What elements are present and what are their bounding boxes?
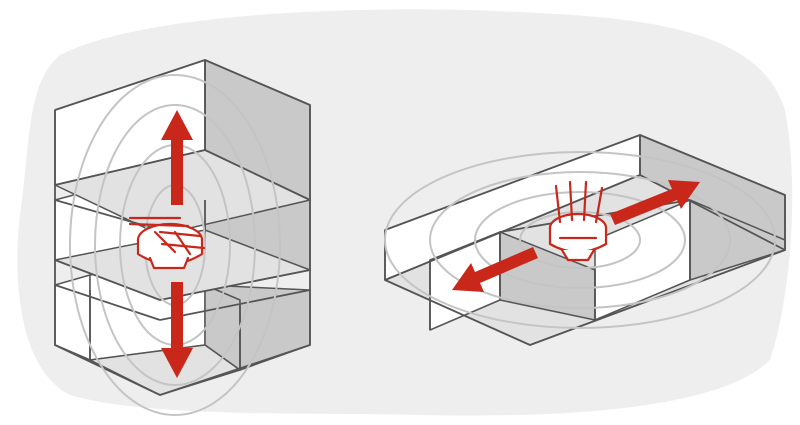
arrow-right [610,180,700,225]
house-edge-3 [639,174,786,251]
router-antennas-horizontal [128,216,206,270]
slab-edge-5 [159,269,311,301]
signal-ring [69,74,281,416]
signal-ring [384,151,776,329]
router-antennas-vertical [548,180,608,262]
slab-edge-6 [54,284,161,321]
signal-waves-vertical [69,74,281,416]
arrow-left [452,247,538,292]
vertical-signal-arrows [161,110,193,378]
signal-waves-horizontal [384,151,776,329]
signal-ring [519,211,641,269]
horizontal-signal-arrows [452,180,700,292]
slab-edge-2 [204,149,311,201]
arrow-down [161,282,193,378]
slab-edge-7 [159,289,311,321]
signal-ring [474,191,686,289]
signal-ring [429,171,731,309]
slab-edge-4 [54,259,161,301]
arrow-up [161,110,193,205]
signal-ring [94,104,256,386]
